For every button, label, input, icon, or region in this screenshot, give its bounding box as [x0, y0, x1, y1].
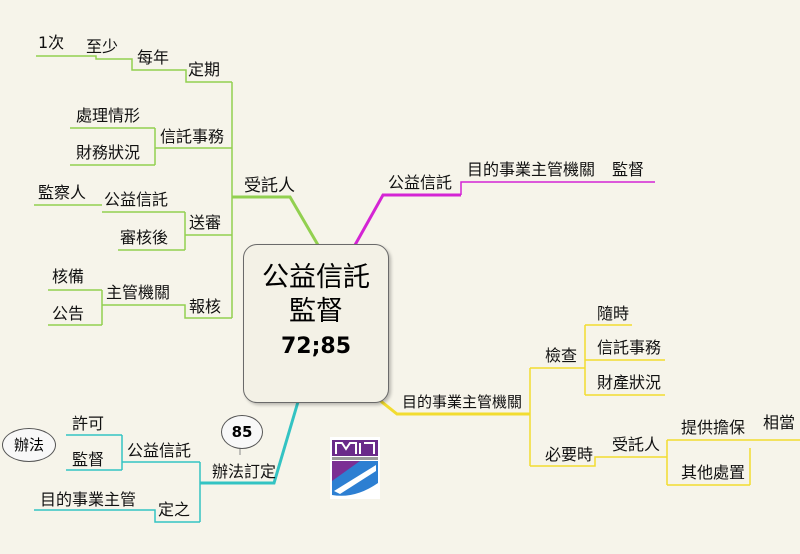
node-financial: 財務狀況: [76, 143, 141, 162]
node-announce: 公告: [52, 304, 85, 323]
node-after-review: 審核後: [120, 228, 169, 247]
node-yearly: 每年: [137, 48, 170, 67]
node-lb-supervise: 監督: [72, 450, 105, 469]
node-anytime: 隨時: [597, 304, 630, 323]
node-provide-guarantee: 提供擔保: [681, 418, 746, 437]
node-rb-trustee: 受託人: [612, 435, 661, 454]
node-rt-supervise: 監督: [612, 160, 645, 179]
node-once: 1次: [38, 33, 65, 52]
node-rb-trust-affairs: 信託事務: [597, 338, 662, 357]
node-permit: 許可: [72, 414, 105, 433]
node-inspect: 檢查: [545, 346, 578, 365]
node-handling: 處理情形: [76, 106, 141, 125]
teal-branch-main: [200, 394, 302, 485]
node-other-measures: 其他處置: [681, 463, 746, 482]
magenta-branch-main: [353, 193, 461, 246]
green-branch-main: [232, 195, 320, 246]
node-rt-authority: 目的事業主管機關: [467, 160, 596, 179]
center-title-line1: 公益信託: [262, 262, 370, 293]
node-supervisor: 監察人: [38, 183, 87, 202]
node-rb-authority: 目的事業主管機關: [402, 393, 523, 411]
node-property: 財產狀況: [597, 373, 662, 392]
node-public-trust: 公益信託: [104, 190, 169, 209]
node-lb-authority: 目的事業主管: [40, 490, 137, 509]
node-record: 核備: [52, 267, 85, 286]
node-at-least: 至少: [86, 37, 119, 56]
node-equivalent: 相當: [763, 413, 796, 432]
center-article-numbers: 72;85: [280, 334, 352, 359]
node-trust-affairs: 信託事務: [160, 127, 225, 146]
node-submit-review: 送審: [189, 213, 222, 232]
node-rules: 辦法: [2, 428, 56, 462]
node-article-85: 85: [221, 415, 263, 449]
node-regular: 定期: [188, 60, 221, 79]
node-authority: 主管機關: [106, 283, 171, 302]
center-node: 公益信託 監督 72;85: [243, 244, 389, 403]
node-trustee: 受託人: [244, 176, 295, 196]
logo-icon: [330, 437, 380, 499]
node-rules-set: 辦法訂定: [212, 462, 277, 481]
node-report-approve: 報核: [189, 297, 222, 316]
node-lb-public-trust: 公益信託: [127, 441, 192, 460]
center-title-line2: 監督: [289, 296, 343, 327]
node-decide: 定之: [158, 500, 191, 519]
node-when-needed: 必要時: [545, 445, 594, 464]
node-rt-public-trust: 公益信託: [388, 173, 453, 192]
